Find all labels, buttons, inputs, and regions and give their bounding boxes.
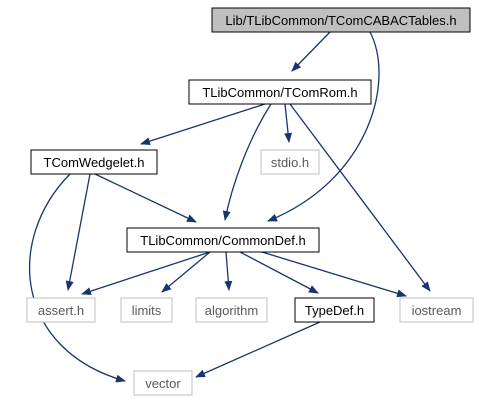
- node-tcomwedgelet[interactable]: TComWedgelet.h: [30, 149, 158, 175]
- edge-tcomwedgelet-to-commondef: [94, 173, 197, 223]
- edge-tcomrom-to-iostream: [289, 103, 431, 292]
- edge-tcomwedgelet-to-assert: [65, 173, 91, 291]
- node-box: [30, 149, 158, 175]
- node-label: TypeDef.h: [305, 303, 364, 318]
- edge-tcomrom-to-commondef: [222, 103, 272, 221]
- node-algorithm: algorithm: [195, 297, 268, 323]
- node-box: [399, 297, 474, 323]
- node-label: stdio.h: [271, 155, 309, 170]
- node-box: [195, 297, 268, 323]
- node-commondef[interactable]: TLibCommon/CommonDef.h: [126, 227, 320, 253]
- edge-tcomrom-to-stdio: [284, 103, 293, 143]
- node-vector: vector: [133, 370, 193, 396]
- edge-commondef-to-algorithm: [224, 251, 233, 291]
- edge-commondef-to-typedef: [239, 251, 319, 294]
- edge-commondef-to-iostream: [261, 251, 407, 298]
- node-box: [133, 370, 193, 396]
- node-box: [26, 297, 96, 323]
- edge-tcomcabactables-to-commondef: [267, 31, 380, 222]
- node-assert: assert.h: [26, 297, 96, 323]
- edge-typedef-to-vector: [195, 321, 321, 378]
- edge-commondef-to-assert: [81, 251, 211, 295]
- node-label: TLibCommon/TComRom.h: [202, 85, 357, 100]
- node-label: iostream: [412, 303, 462, 318]
- node-box: [294, 297, 375, 323]
- node-label: TLibCommon/CommonDef.h: [140, 233, 305, 248]
- node-label: TComWedgelet.h: [44, 155, 145, 170]
- node-box: [126, 227, 320, 253]
- node-box: [260, 149, 320, 175]
- node-label: limits: [132, 303, 162, 318]
- node-label: vector: [145, 376, 181, 391]
- node-box: [211, 7, 471, 33]
- edges-layer: [29, 31, 431, 383]
- node-limits: limits: [120, 297, 173, 323]
- nodes-layer: Lib/TLibCommon/TComCABACTables.hTLibComm…: [26, 7, 474, 396]
- node-box: [120, 297, 173, 323]
- edge-tcomrom-to-tcomwedgelet: [140, 103, 266, 146]
- node-iostream: iostream: [399, 297, 474, 323]
- node-box: [188, 79, 372, 105]
- node-label: algorithm: [205, 303, 258, 318]
- node-label: Lib/TLibCommon/TComCABACTables.h: [225, 13, 456, 28]
- node-typedef[interactable]: TypeDef.h: [294, 297, 375, 323]
- node-label: assert.h: [38, 303, 84, 318]
- edge-tcomwedgelet-to-vector: [29, 173, 126, 383]
- node-stdio: stdio.h: [260, 149, 320, 175]
- node-tcomrom[interactable]: TLibCommon/TComRom.h: [188, 79, 372, 105]
- node-tcomcabactables[interactable]: Lib/TLibCommon/TComCABACTables.h: [211, 7, 471, 33]
- edge-tcomcabactables-to-tcomrom: [291, 31, 331, 72]
- edge-commondef-to-limits: [161, 251, 211, 293]
